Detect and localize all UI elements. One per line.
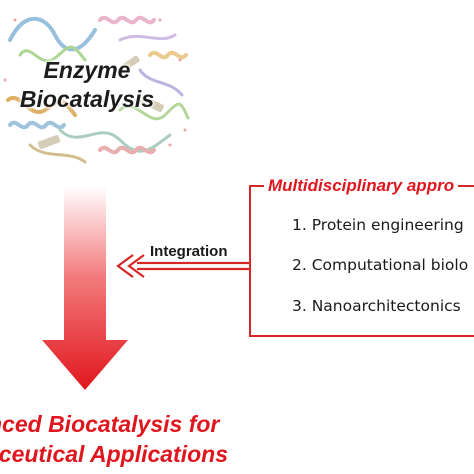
approach-item-protein-engineering: 1. Protein engineering (292, 216, 464, 234)
approach-item-nanoarchitectonics: 3. Nanoarchitectonics (292, 297, 461, 315)
outcome-title-line-2: aceutical Applications (0, 441, 228, 467)
enzyme-title-line-2: Biocatalysis (19, 86, 155, 112)
outcome-title-line-1: nced Biocatalysis for (0, 411, 220, 437)
gradient-down-arrow-icon (42, 186, 128, 390)
integration-label: Integration (150, 243, 228, 260)
protein-ribbon-icon (3, 15, 190, 164)
approach-item-computational-biology: 2. Computational biolo (292, 256, 469, 274)
approach-title: Multidisciplinary appro (264, 176, 459, 196)
enzyme-title-line-1: Enzyme (43, 57, 131, 83)
double-chevron-left-arrow-icon (116, 254, 251, 278)
